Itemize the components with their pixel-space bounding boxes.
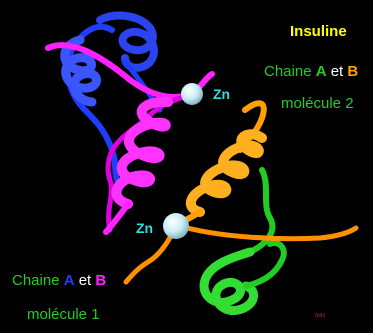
chain-b-molecule-1-ribbon — [45, 42, 215, 235]
molecule-1-name: molécule 1 — [27, 306, 100, 323]
zinc-atom-top — [181, 83, 203, 105]
molecule-1-chains-label: Chaine A et B — [12, 272, 106, 290]
molecule-2-prefix: Chaine — [264, 63, 316, 80]
image-credit: (bth) — [315, 313, 326, 319]
molecule-1-chain-a: A — [63, 272, 75, 289]
molecule-2-chain-b: B — [347, 63, 359, 80]
figure-title: Insuline — [290, 23, 347, 40]
chain-a-molecule-1-ribbon — [60, 11, 163, 188]
molecule-1-conj: et — [74, 272, 96, 289]
molecule-1-prefix: Chaine — [12, 272, 64, 289]
zinc-label-top: Zn — [213, 86, 231, 102]
molecule-2-chain-a: A — [315, 63, 327, 80]
zinc-atom-bottom — [163, 213, 189, 239]
chain-a-molecule-2-ribbon — [199, 167, 287, 315]
molecule-2-conj: et — [326, 63, 348, 80]
molecule-2-chains-label: Chaine A et B — [264, 63, 358, 81]
molecule-1-chain-b: B — [95, 272, 107, 289]
molecule-2-name: molécule 2 — [281, 95, 354, 112]
zinc-label-bottom: Zn — [136, 220, 154, 236]
